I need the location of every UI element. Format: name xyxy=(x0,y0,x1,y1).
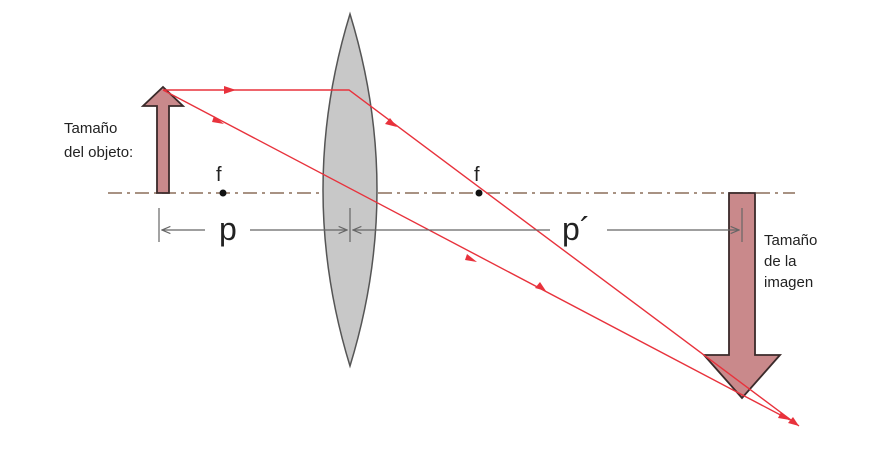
dimension-lines xyxy=(158,208,743,242)
object-distance-label: p xyxy=(219,211,237,247)
object-arrow xyxy=(140,85,186,194)
image-size-label-line2: de la xyxy=(764,253,797,270)
image-size-label-line1: Tamaño xyxy=(764,232,817,249)
focal-label-right: f xyxy=(474,164,480,186)
ray-arrowhead xyxy=(535,282,546,291)
convex-lens xyxy=(322,11,378,369)
image-size-label-line3: imagen xyxy=(764,274,813,291)
image-distance-label: p´ xyxy=(562,211,590,247)
light-rays xyxy=(162,89,800,427)
focal-label-left: f xyxy=(216,164,222,186)
object-size-label-line1: Tamaño xyxy=(64,120,117,137)
ray-arrowhead xyxy=(385,118,397,127)
ray-arrowhead xyxy=(212,116,224,124)
focal-point-right xyxy=(475,189,483,197)
central-ray xyxy=(162,89,791,421)
ray-arrowhead xyxy=(465,254,477,262)
ray-arrowhead xyxy=(224,86,236,94)
ray-arrowhead xyxy=(778,412,790,420)
ray-arrowheads xyxy=(212,86,799,426)
focal-point-left xyxy=(219,189,227,197)
image-arrow xyxy=(702,192,782,400)
object-size-label-line2: del objeto: xyxy=(64,144,133,161)
ray-arrowhead xyxy=(788,417,799,426)
